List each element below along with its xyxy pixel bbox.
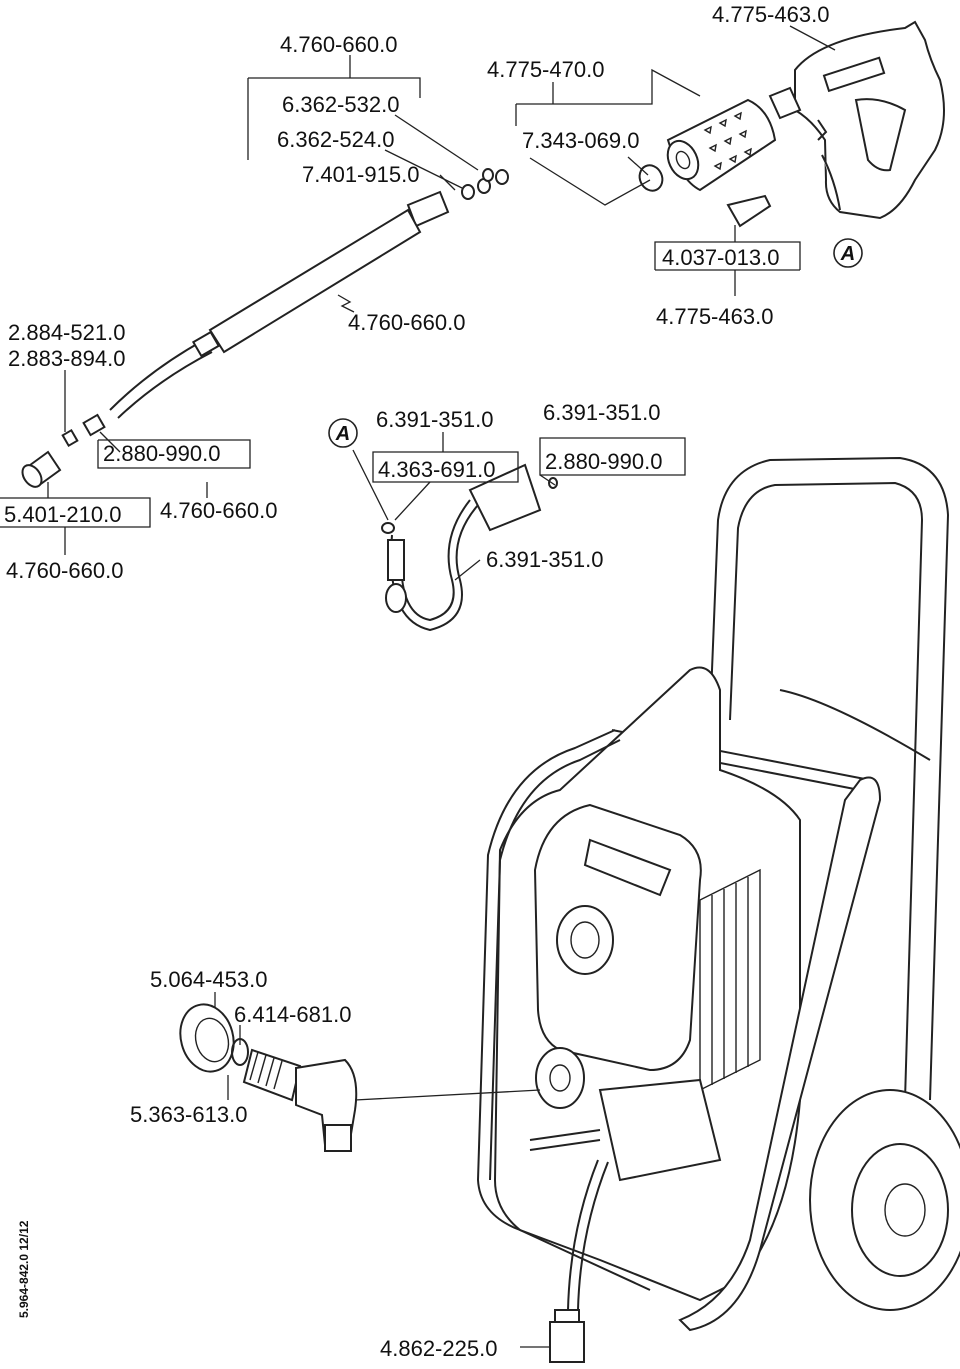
part-label: 6.391-351.0 xyxy=(486,547,603,572)
spray-gun-drawing xyxy=(726,20,945,228)
part-label: 7.343-069.0 xyxy=(522,128,639,153)
part-label: 4.037-013.0 xyxy=(662,245,779,270)
part-label: 5.401-210.0 xyxy=(4,502,121,527)
part-label: 4.363-691.0 xyxy=(378,457,495,482)
part-label: 5.064-453.0 xyxy=(150,967,267,992)
reference-marker-a-hose: A xyxy=(328,418,358,448)
part-label: 4.775-463.0 xyxy=(656,304,773,329)
reference-marker-a-hose-letter: A xyxy=(335,423,350,445)
leader-lines xyxy=(0,25,836,1348)
part-label: 7.401-915.0 xyxy=(302,162,419,187)
part-label: 6.391-351.0 xyxy=(376,407,493,432)
part-label: 6.391-351.0 xyxy=(543,400,660,425)
reference-marker-a-gun-letter: A xyxy=(840,243,855,265)
part-label: 6.362-524.0 xyxy=(277,127,394,152)
part-label: 4.760-660.0 xyxy=(6,558,123,583)
foam-nozzle-drawing xyxy=(638,98,777,192)
part-label: 5.363-613.0 xyxy=(130,1102,247,1127)
spray-lance-drawing xyxy=(109,168,509,419)
part-label: 2.880-990.0 xyxy=(103,441,220,466)
part-label: 2.880-990.0 xyxy=(545,449,662,474)
suction-filter-drawing xyxy=(549,1309,585,1363)
reference-marker-a-gun: A xyxy=(833,238,863,268)
part-label: 2.883-894.0 xyxy=(8,346,125,371)
pressure-washer-machine-drawing xyxy=(477,456,960,1332)
nozzle-parts-drawing xyxy=(21,413,106,488)
part-label: 4.760-660.0 xyxy=(348,310,465,335)
part-label: 4.775-463.0 xyxy=(712,2,829,27)
part-label: 4.775-470.0 xyxy=(487,57,604,82)
hose-drawing xyxy=(381,463,558,632)
part-label: 4.760-660.0 xyxy=(280,32,397,57)
part-labels: 4.760-660.0 6.362-532.0 6.362-524.0 7.40… xyxy=(4,2,829,1361)
part-label: 2.884-521.0 xyxy=(8,320,125,345)
part-label: 4.862-225.0 xyxy=(380,1336,497,1361)
part-label: 6.362-532.0 xyxy=(282,92,399,117)
part-label: 6.414-681.0 xyxy=(234,1002,351,1027)
document-number: 5.964-842.0 12/12 xyxy=(17,1220,31,1318)
water-inlet-drawing xyxy=(179,1003,358,1152)
part-label: 4.760-660.0 xyxy=(160,498,277,523)
